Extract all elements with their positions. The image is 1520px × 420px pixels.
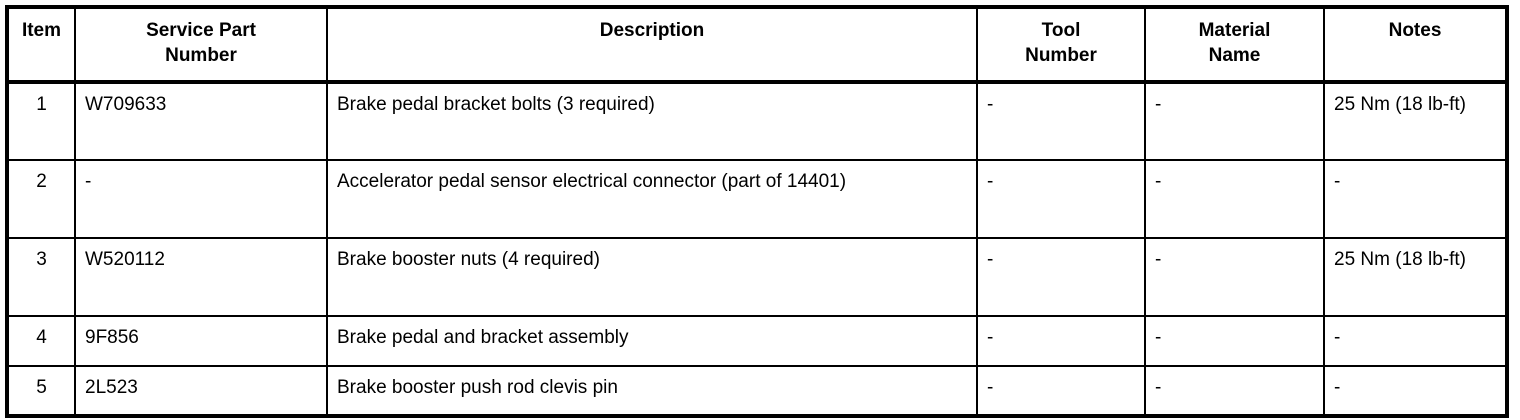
cell-tool-number: - — [976, 366, 1146, 416]
cell-notes: - — [1323, 316, 1508, 367]
cell-item: 4 — [6, 316, 76, 367]
cell-notes: 25 Nm (18 lb-ft) — [1323, 238, 1508, 317]
cell-notes-value: 25 Nm (18 lb-ft) — [1334, 94, 1466, 115]
column-header-notes: Notes — [1323, 7, 1508, 84]
cell-tool-number: - — [976, 160, 1146, 239]
cell-notes: - — [1323, 160, 1508, 239]
cell-material-name: - — [1144, 316, 1325, 367]
cell-service-part-number-value: 9F856 — [85, 327, 139, 348]
cell-tool-number-value: - — [987, 249, 994, 270]
column-header-material-name-line2: Name — [1208, 45, 1261, 66]
cell-material-name: - — [1144, 160, 1325, 239]
table-body: 1 W709633 Brake pedal bracket bolts (3 r… — [6, 82, 1508, 416]
table-row: 1 W709633 Brake pedal bracket bolts (3 r… — [6, 82, 1508, 161]
cell-item: 2 — [6, 160, 76, 239]
cell-material-name-value: - — [1155, 249, 1162, 270]
cell-notes-value: 25 Nm (18 lb-ft) — [1334, 249, 1466, 270]
cell-description-value: Brake pedal bracket bolts (3 required) — [337, 94, 655, 115]
cell-tool-number: - — [976, 82, 1146, 161]
service-parts-table: Item Service Part Number Description Too… — [5, 5, 1509, 418]
cell-description-value: Brake booster push rod clevis pin — [337, 377, 618, 398]
cell-service-part-number-value: - — [85, 171, 92, 192]
cell-material-name: - — [1144, 238, 1325, 317]
cell-material-name-value: - — [1155, 327, 1162, 348]
cell-description: Brake booster push rod clevis pin — [326, 366, 978, 416]
cell-service-part-number-value: W709633 — [85, 94, 167, 115]
table-row: 3 W520112 Brake booster nuts (4 required… — [6, 238, 1508, 317]
column-header-item: Item — [6, 7, 76, 84]
column-header-material-name: Material Name — [1144, 7, 1325, 84]
column-header-material-name-line1: Material — [1198, 20, 1271, 41]
cell-material-name: - — [1144, 82, 1325, 161]
column-header-tool-number: Tool Number — [976, 7, 1146, 84]
cell-service-part-number: - — [74, 160, 328, 239]
cell-service-part-number: W709633 — [74, 82, 328, 161]
cell-item-value: 5 — [36, 377, 47, 398]
cell-item-value: 3 — [36, 249, 47, 270]
cell-tool-number-value: - — [987, 94, 994, 115]
cell-service-part-number-value: W520112 — [85, 249, 165, 270]
cell-description: Brake pedal bracket bolts (3 required) — [326, 82, 978, 161]
cell-service-part-number-value: 2L523 — [85, 377, 138, 398]
column-header-service-part-number-line2: Number — [165, 45, 237, 66]
cell-description: Brake pedal and bracket assembly — [326, 316, 978, 367]
cell-notes: - — [1323, 366, 1508, 416]
cell-item: 3 — [6, 238, 76, 317]
cell-material-name: - — [1144, 366, 1325, 416]
cell-notes-value: - — [1334, 171, 1341, 192]
column-header-tool-number-line2: Number — [1025, 45, 1097, 66]
column-header-description: Description — [326, 7, 978, 84]
cell-description-value: Brake pedal and bracket assembly — [337, 327, 629, 348]
cell-description-value: Brake booster nuts (4 required) — [337, 249, 600, 270]
cell-description: Accelerator pedal sensor electrical conn… — [326, 160, 978, 239]
cell-tool-number-value: - — [987, 327, 994, 348]
cell-item: 1 — [6, 82, 76, 161]
column-header-service-part-number: Service Part Number — [74, 7, 328, 84]
column-header-service-part-number-line1: Service Part — [146, 20, 256, 41]
table-header-row: Item Service Part Number Description Too… — [6, 7, 1508, 84]
table-header: Item Service Part Number Description Too… — [6, 7, 1508, 84]
cell-material-name-value: - — [1155, 377, 1162, 398]
cell-item: 5 — [6, 366, 76, 416]
cell-tool-number-value: - — [987, 171, 994, 192]
column-header-tool-number-line1: Tool — [1041, 20, 1081, 41]
cell-notes: 25 Nm (18 lb-ft) — [1323, 82, 1508, 161]
table-row: 5 2L523 Brake booster push rod clevis pi… — [6, 366, 1508, 416]
cell-service-part-number: W520112 — [74, 238, 328, 317]
cell-item-value: 1 — [36, 94, 47, 115]
cell-description: Brake booster nuts (4 required) — [326, 238, 978, 317]
column-header-description-label: Description — [599, 20, 705, 41]
cell-service-part-number: 2L523 — [74, 366, 328, 416]
cell-notes-value: - — [1334, 377, 1341, 398]
table-row: 2 - Accelerator pedal sensor electrical … — [6, 160, 1508, 239]
cell-tool-number: - — [976, 316, 1146, 367]
table-row: 4 9F856 Brake pedal and bracket assembly… — [6, 316, 1508, 367]
cell-material-name-value: - — [1155, 94, 1162, 115]
cell-item-value: 2 — [36, 171, 47, 192]
cell-material-name-value: - — [1155, 171, 1162, 192]
cell-notes-value: - — [1334, 327, 1341, 348]
cell-tool-number-value: - — [987, 377, 994, 398]
cell-service-part-number: 9F856 — [74, 316, 328, 367]
column-header-notes-label: Notes — [1388, 20, 1442, 41]
cell-item-value: 4 — [36, 327, 47, 348]
column-header-item-label: Item — [21, 20, 62, 41]
cell-description-value: Accelerator pedal sensor electrical conn… — [337, 171, 847, 192]
cell-tool-number: - — [976, 238, 1146, 317]
